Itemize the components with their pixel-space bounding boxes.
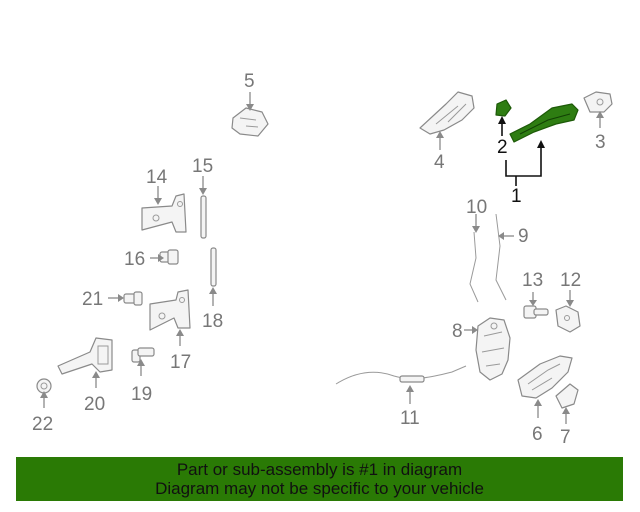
callout-17: 17 (170, 352, 191, 373)
part-16-bolt[interactable] (159, 249, 179, 265)
part-4-handle-bracket[interactable] (419, 91, 475, 135)
callout-4: 4 (434, 152, 445, 173)
part-10-rod[interactable] (469, 231, 479, 303)
arrow-11 (406, 385, 414, 392)
part-12-switch[interactable] (555, 305, 581, 333)
part-3-cap[interactable] (583, 91, 613, 113)
callout-6: 6 (532, 424, 543, 445)
part-1-outside-handle[interactable] (509, 103, 579, 143)
arrow-13 (529, 300, 537, 306)
arrow-17 (176, 329, 184, 336)
arrow-19 (137, 359, 145, 366)
callout-18: 18 (202, 311, 223, 332)
arrow-1 (537, 140, 545, 148)
arrow-3 (596, 111, 604, 118)
arrow-6 (534, 399, 542, 406)
arrow-22 (40, 391, 48, 398)
arrow-20 (92, 371, 100, 378)
banner-line-2: Diagram may not be specific to your vehi… (155, 479, 484, 498)
banner-line-1: Part or sub-assembly is #1 in diagram (176, 460, 463, 479)
callout-11: 11 (400, 408, 420, 429)
callout-9: 9 (518, 226, 529, 247)
part-20-door-check[interactable] (57, 337, 113, 375)
part-17-lower-hinge[interactable] (149, 289, 191, 331)
arrow-16 (158, 254, 164, 262)
leader-1 (505, 146, 542, 177)
arrow-14 (154, 198, 162, 205)
part-6-inside-handle[interactable] (517, 355, 573, 399)
arrow-15 (199, 188, 207, 195)
arrow-5 (246, 104, 254, 111)
part-11-cable[interactable] (335, 365, 467, 385)
callout-3: 3 (595, 132, 606, 153)
callout-22: 22 (32, 414, 53, 435)
callout-19: 19 (131, 384, 152, 405)
arrow-8 (472, 326, 478, 334)
part-19-bolt[interactable] (131, 347, 155, 363)
arrow-4 (436, 131, 444, 138)
callout-15: 15 (192, 156, 213, 177)
callout-13: 13 (522, 270, 543, 291)
arrow-10 (472, 226, 480, 233)
arrow-9 (498, 232, 504, 240)
callout-2: 2 (497, 137, 508, 158)
part-2-handle-cap[interactable] (495, 99, 512, 117)
part-7-bezel[interactable] (555, 383, 579, 409)
part-5-bracket[interactable] (231, 107, 269, 137)
part-15-hinge-pin[interactable] (200, 195, 207, 239)
callout-1: 1 (511, 186, 522, 207)
arrow-21 (118, 294, 124, 302)
part-8-lock-actuator[interactable] (475, 317, 511, 381)
callout-12: 12 (560, 270, 581, 291)
callout-7: 7 (560, 427, 571, 448)
callout-20: 20 (84, 394, 105, 415)
part-21-bolt[interactable] (123, 291, 143, 306)
arrow-2 (498, 116, 506, 124)
callout-14: 14 (146, 167, 168, 188)
part-13-bolt[interactable] (523, 305, 549, 319)
part-9-rod[interactable] (495, 213, 507, 301)
callout-16: 16 (124, 249, 145, 270)
callout-8: 8 (452, 321, 463, 342)
callout-10: 10 (466, 197, 487, 218)
arrow-7 (562, 407, 570, 414)
part-18-hinge-pin[interactable] (210, 247, 217, 287)
part-22-nut[interactable] (36, 378, 52, 394)
arrow-18 (209, 287, 217, 294)
part-14-upper-hinge[interactable] (141, 193, 187, 233)
arrow-12 (566, 300, 574, 307)
callout-5: 5 (244, 71, 255, 92)
callout-21: 21 (82, 289, 103, 310)
info-banner: Part or sub-assembly is #1 in diagram Di… (16, 457, 623, 501)
